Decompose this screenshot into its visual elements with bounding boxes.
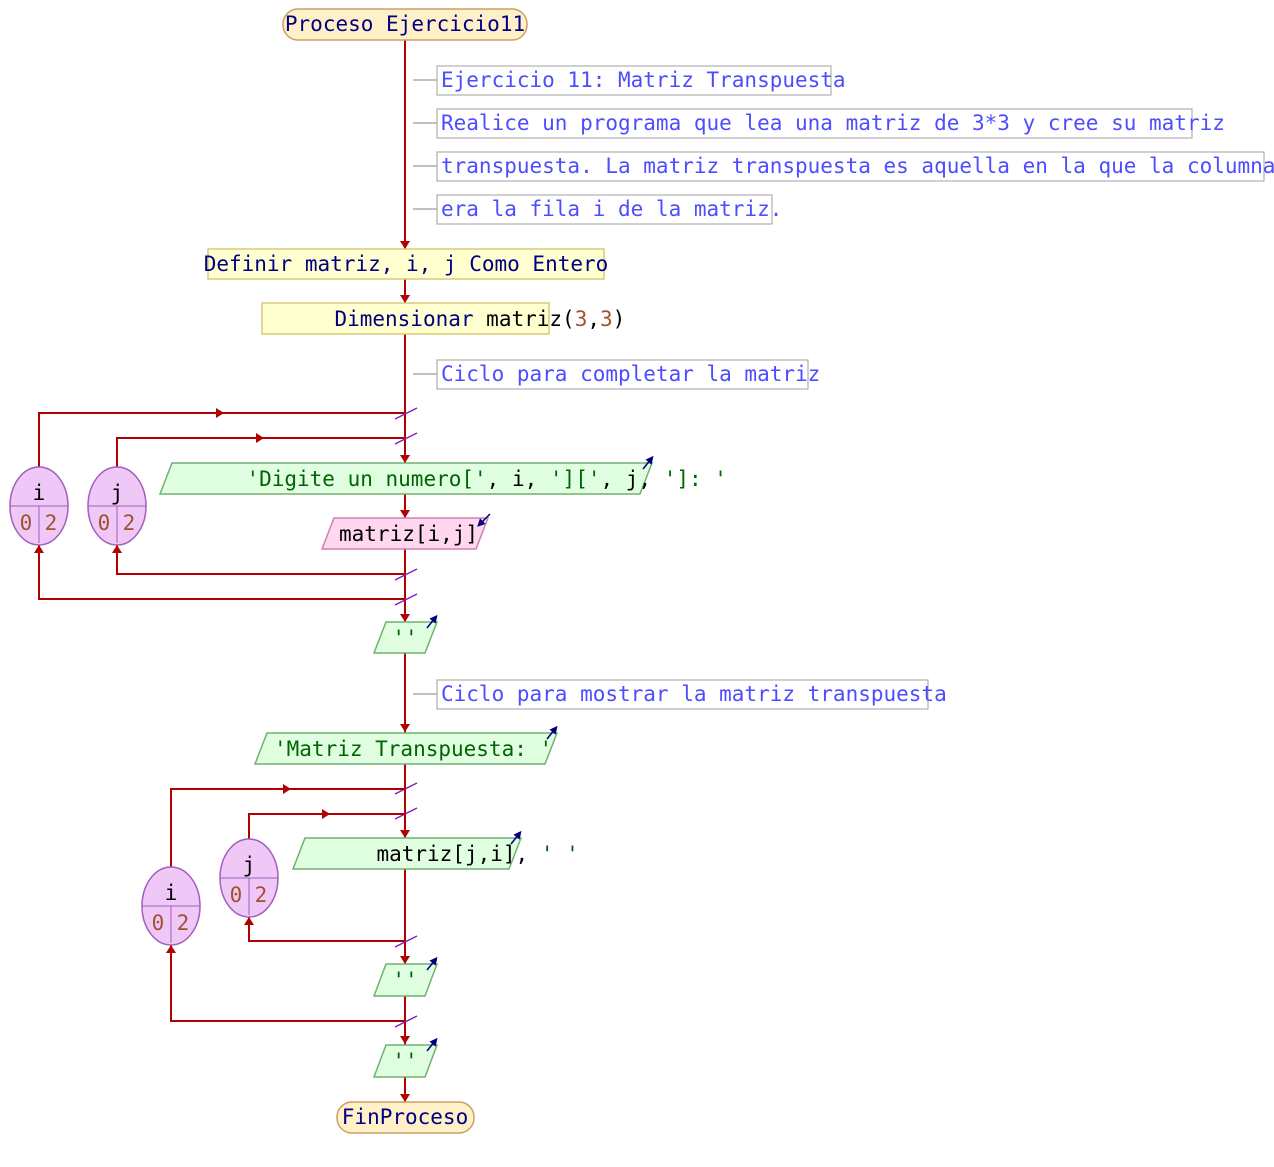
svg-text:i: i: [33, 481, 46, 505]
define-box: Definir matriz, i, j Como Entero: [204, 248, 609, 280]
svg-text:j: j: [243, 853, 256, 877]
output-arrow-icon: [426, 1037, 438, 1052]
svg-text:2: 2: [177, 911, 190, 935]
input-read: matriz[i,j]: [320, 513, 491, 550]
svg-text:0: 0: [98, 511, 111, 535]
comment-group-header: Ejercicio 11: Matriz Transpuesta Realice…: [413, 65, 1274, 225]
show-loop-outer-lines: [166, 784, 405, 1022]
comment-show-loop: Ciclo para mostrar la matriz transpuesta: [413, 679, 947, 710]
comment-title: Ejercicio 11: Matriz Transpuesta: [441, 68, 846, 92]
output-title: 'Matriz Transpuesta: ': [253, 725, 559, 765]
output-empty-3: '': [372, 1037, 439, 1078]
svg-text:Ciclo para completar la matriz: Ciclo para completar la matriz: [441, 362, 820, 386]
read-loop-inner-lines: [112, 433, 405, 575]
define-text: Definir matriz, i, j Como Entero: [204, 252, 609, 276]
svg-text:matriz[j,i], ' ': matriz[j,i], ' ': [309, 842, 627, 866]
comment-line-3: transpuesta. La matriz transpuesta es aq…: [441, 154, 1274, 178]
svg-text:'': '': [392, 626, 417, 650]
svg-text:2: 2: [123, 511, 136, 535]
output-arrow-icon: [510, 830, 522, 845]
output-arrow-icon: [426, 614, 438, 629]
prompt-text: 'Digite un numero[', i, '][', j, ']: ': [179, 467, 775, 491]
svg-text:'': '': [392, 1049, 417, 1073]
output-arrow-icon: [546, 725, 558, 740]
start-label: Proceso Ejercicio11: [285, 12, 525, 36]
start-terminal: Proceso Ejercicio11: [282, 8, 528, 41]
output-prompt: 'Digite un numero[', i, '][', j, ']: ': [158, 455, 775, 495]
svg-text:0: 0: [230, 883, 243, 907]
dimension-text: Dimensionar matriz(3,3): [267, 307, 673, 331]
output-arrow-icon: [426, 956, 438, 971]
svg-text:'': '': [392, 968, 417, 992]
output-show-value: matriz[j,i], ' ': [291, 830, 627, 870]
svg-text:0: 0: [152, 911, 165, 935]
svg-text:'Matriz Transpuesta: ': 'Matriz Transpuesta: ': [274, 737, 552, 761]
loop-slash-marks: [394, 407, 418, 1028]
read-loop-outer-lines: [34, 408, 405, 600]
loop-node-show-i: i 0 2: [141, 866, 201, 946]
comment-line-2: Realice un programa que lea una matriz d…: [441, 111, 1225, 135]
svg-text:Ciclo para mostrar la matriz t: Ciclo para mostrar la matriz transpuesta: [441, 682, 947, 706]
end-terminal: FinProceso: [336, 1101, 475, 1134]
loop-node-read-j: j 0 2: [87, 466, 147, 546]
dimension-box: Dimensionar matriz(3,3): [261, 302, 673, 335]
read-text: matriz[i,j]: [339, 522, 478, 546]
output-arrow-icon: [642, 455, 654, 470]
svg-text:i: i: [165, 881, 178, 905]
svg-text:2: 2: [255, 883, 268, 907]
show-loop-inner-lines: [244, 809, 405, 942]
flow-arrowheads: [400, 241, 410, 1102]
output-empty-1: '': [372, 614, 439, 654]
svg-text:j: j: [111, 481, 124, 505]
output-empty-2: '': [372, 956, 439, 997]
svg-text:2: 2: [45, 511, 58, 535]
loop-node-show-j: j 0 2: [219, 838, 279, 918]
svg-text:0: 0: [20, 511, 33, 535]
loop-node-read-i: i 0 2: [9, 466, 69, 546]
comment-fill-loop: Ciclo para completar la matriz: [413, 359, 820, 390]
input-arrow-icon: [477, 513, 491, 527]
comment-line-4: era la fila i de la matriz.: [441, 197, 782, 221]
end-label: FinProceso: [342, 1105, 468, 1129]
